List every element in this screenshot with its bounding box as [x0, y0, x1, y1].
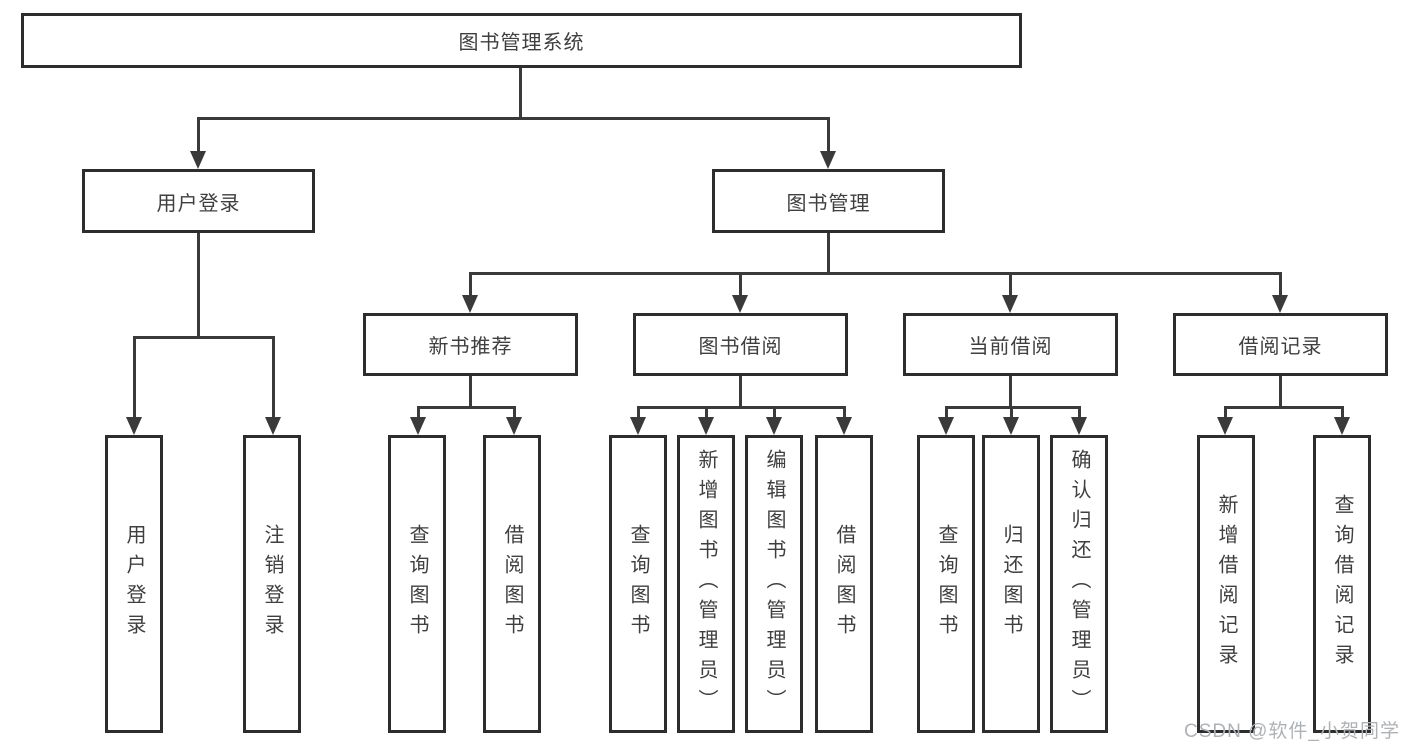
leaf-query-books-borrow: 查询图书	[609, 435, 667, 733]
connector-drop-query-books-recommend	[417, 406, 420, 417]
arrowhead-leaf-user-login-icon	[126, 417, 142, 435]
connector-borrow-records-branch	[1224, 406, 1344, 409]
arrowhead-leaf-logout-icon	[265, 417, 281, 435]
connector-drop-add-borrow-record	[1224, 406, 1227, 417]
connector-root-branch	[197, 117, 830, 120]
leaf-query-books-current-label: 查询图书	[935, 524, 957, 644]
arrowhead-borrow-records-icon	[1272, 295, 1288, 313]
connector-drop-confirm-return-admin	[1078, 406, 1081, 417]
connector-drop-leaf-user-login	[133, 336, 136, 417]
node-root-label: 图书管理系统	[458, 32, 585, 54]
leaf-user-login-label: 用户登录	[123, 524, 145, 644]
connector-drop-book-management	[827, 117, 830, 151]
connector-root-stem	[519, 68, 522, 117]
arrowhead-current-borrow-icon	[1002, 295, 1018, 313]
connector-drop-book-borrow	[739, 272, 742, 295]
leaf-add-books-admin-label: 新增图书（管理员）	[695, 449, 717, 719]
connector-drop-user-login	[197, 117, 200, 151]
connector-book-management-branch	[469, 272, 1282, 275]
connector-new-book-recommend-stem	[469, 376, 472, 406]
node-book-management: 图书管理	[712, 169, 945, 233]
arrowhead-edit-books-admin-icon	[766, 417, 782, 435]
leaf-borrow-books-recommend: 借阅图书	[483, 435, 541, 733]
connector-user-login-stem	[197, 233, 200, 336]
node-book-management-label: 图书管理	[786, 192, 871, 215]
leaf-query-books-recommend-label: 查询图书	[406, 524, 428, 644]
arrowhead-confirm-return-admin-icon	[1071, 417, 1087, 435]
leaf-logout-label: 注销登录	[261, 524, 283, 644]
arrowhead-new-book-recommend-icon	[462, 295, 478, 313]
connector-drop-query-books-borrow	[637, 406, 640, 417]
arrowhead-query-books-current-icon	[938, 417, 954, 435]
connector-book-borrow-branch	[637, 406, 846, 409]
connector-book-management-stem	[827, 233, 830, 272]
connector-drop-edit-books-admin	[773, 406, 776, 417]
leaf-edit-books-admin: 编辑图书（管理员）	[745, 435, 803, 733]
node-book-borrow-label: 图书借阅	[698, 336, 783, 358]
connector-borrow-records-stem	[1279, 376, 1282, 406]
leaf-borrow-books-recommend-label: 借阅图书	[501, 524, 523, 644]
node-root-system: 图书管理系统	[21, 13, 1022, 68]
leaf-query-borrow-record-label: 查询借阅记录	[1331, 494, 1353, 674]
leaf-return-books: 归还图书	[982, 435, 1040, 733]
connector-current-borrow-branch	[945, 406, 1081, 409]
leaf-add-books-admin: 新增图书（管理员）	[677, 435, 735, 733]
leaf-query-books-borrow-label: 查询图书	[627, 524, 649, 644]
arrowhead-borrow-books-borrow-icon	[836, 417, 852, 435]
connector-book-borrow-stem	[739, 376, 742, 406]
leaf-user-login: 用户登录	[105, 435, 163, 733]
arrowhead-query-books-borrow-icon	[630, 417, 646, 435]
connector-drop-leaf-logout	[272, 336, 275, 417]
connector-drop-query-borrow-record	[1341, 406, 1344, 417]
connector-current-borrow-stem	[1009, 376, 1012, 406]
leaf-borrow-books-borrow-label: 借阅图书	[833, 524, 855, 644]
node-current-borrow: 当前借阅	[903, 313, 1118, 376]
arrowhead-user-login-icon	[190, 151, 206, 169]
connector-user-login-branch	[133, 336, 275, 339]
leaf-logout: 注销登录	[243, 435, 301, 733]
node-borrow-records: 借阅记录	[1173, 313, 1388, 376]
connector-drop-add-books-admin	[705, 406, 708, 417]
connector-drop-borrow-records	[1279, 272, 1282, 295]
leaf-query-borrow-record: 查询借阅记录	[1313, 435, 1371, 733]
node-book-borrow: 图书借阅	[633, 313, 848, 376]
connector-drop-query-books-current	[945, 406, 948, 417]
connector-drop-borrow-books-recommend	[513, 406, 516, 417]
connector-drop-current-borrow	[1009, 272, 1012, 295]
arrowhead-return-books-icon	[1003, 417, 1019, 435]
node-user-login-label: 用户登录	[156, 192, 241, 215]
arrowhead-borrow-books-recommend-icon	[506, 417, 522, 435]
connector-drop-new-book-recommend	[469, 272, 472, 295]
node-new-book-recommend: 新书推荐	[363, 313, 578, 376]
node-new-book-recommend-label: 新书推荐	[428, 336, 513, 358]
csdn-watermark: CSDN @软件_小贺同学	[1184, 721, 1400, 742]
node-current-borrow-label: 当前借阅	[968, 336, 1053, 358]
node-borrow-records-label: 借阅记录	[1238, 336, 1323, 358]
leaf-query-books-current: 查询图书	[917, 435, 975, 733]
arrowhead-book-management-icon	[820, 151, 836, 169]
arrowhead-query-borrow-record-icon	[1334, 417, 1350, 435]
leaf-add-borrow-record-label: 新增借阅记录	[1215, 494, 1237, 674]
connector-new-book-recommend-branch	[417, 406, 516, 409]
connector-drop-borrow-books-borrow	[843, 406, 846, 417]
arrowhead-add-books-admin-icon	[698, 417, 714, 435]
leaf-confirm-return-admin-label: 确认归还（管理员）	[1068, 449, 1090, 719]
connector-drop-return-books	[1010, 406, 1013, 417]
arrowhead-book-borrow-icon	[732, 295, 748, 313]
leaf-add-borrow-record: 新增借阅记录	[1197, 435, 1255, 733]
leaf-query-books-recommend: 查询图书	[388, 435, 446, 733]
leaf-edit-books-admin-label: 编辑图书（管理员）	[763, 449, 785, 719]
arrowhead-query-books-recommend-icon	[410, 417, 426, 435]
leaf-borrow-books-borrow: 借阅图书	[815, 435, 873, 733]
leaf-return-books-label: 归还图书	[1000, 524, 1022, 644]
arrowhead-add-borrow-record-icon	[1217, 417, 1233, 435]
node-user-login: 用户登录	[82, 169, 315, 233]
leaf-confirm-return-admin: 确认归还（管理员）	[1050, 435, 1108, 733]
